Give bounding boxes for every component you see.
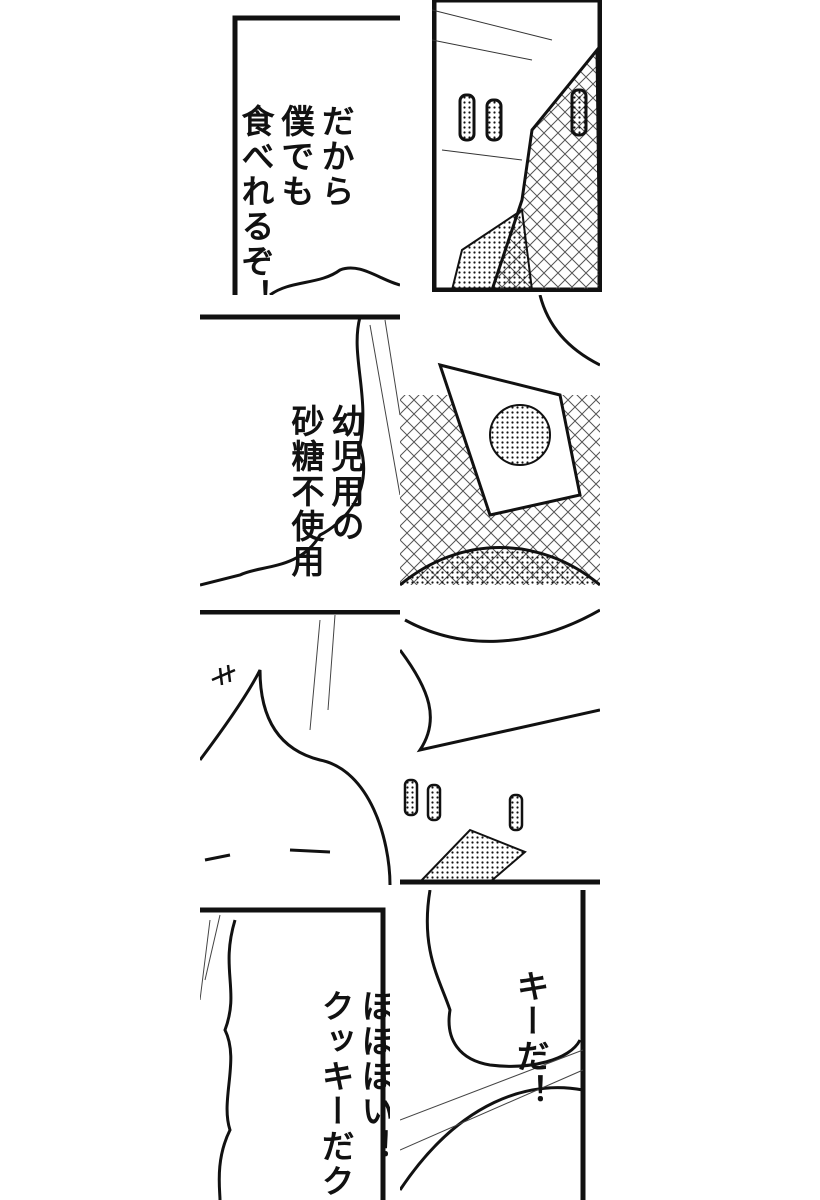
speech-line: 食べれるぞ！	[236, 103, 275, 295]
speech-text-4: キーだ！	[470, 915, 590, 1109]
panel-3-art	[200, 314, 400, 587]
speech-line: キーだ！	[511, 968, 550, 1109]
speech-text-3: ほほほい！ クッキーだクッ	[275, 935, 390, 1200]
panel-7-art	[200, 907, 386, 1200]
panel-8-art	[400, 890, 586, 1200]
cookie-hand-art	[400, 608, 600, 885]
speech-line: 幼児用の	[326, 403, 365, 544]
speech-line: だから	[316, 103, 355, 209]
panel-1-speech: だから 僕でも 食べれるぞ！	[200, 0, 400, 295]
panel-7-speech: ほほほい！ クッキーだクッ	[200, 890, 390, 1200]
speech-line: 僕でも	[276, 103, 315, 209]
panel-6-art	[400, 590, 600, 885]
character-face-art	[200, 610, 400, 885]
panel-8-speech: キーだ！	[400, 890, 590, 1200]
panel-1-art	[232, 15, 400, 295]
panel-2-art	[432, 0, 602, 292]
speech-text-1: だから 僕でも 食べれるぞ！	[200, 50, 395, 295]
speech-line: 砂糖不使用	[286, 403, 325, 579]
speech-text-2: 幼児用の 砂糖不使用	[245, 350, 400, 579]
cookie-pack-art	[400, 295, 600, 587]
speech-line: ほほほい！	[356, 988, 390, 1164]
panel-5-art	[200, 610, 400, 885]
panel-3-speech: 幼児用の 砂糖不使用	[200, 295, 400, 590]
cookie-box-art	[432, 0, 602, 292]
speech-line: クッキーだクッ	[316, 988, 355, 1200]
panel-4-art	[400, 295, 600, 590]
